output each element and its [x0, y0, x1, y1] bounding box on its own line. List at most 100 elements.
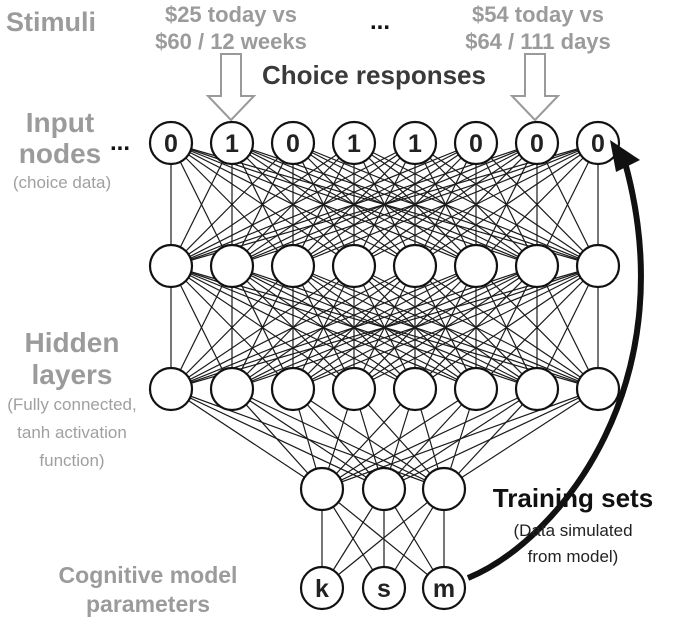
- input-node-label: 1: [408, 130, 422, 158]
- param-node-circle: [299, 565, 345, 611]
- edge: [536, 142, 599, 267]
- param-node-label: m: [433, 575, 455, 603]
- input-node: 1: [392, 120, 438, 166]
- param-node: s: [361, 565, 407, 611]
- hidden2-node: [514, 366, 560, 412]
- hidden1-node-circle: [392, 243, 438, 289]
- input-node-label: 0: [164, 130, 178, 158]
- hidden-layers-label-line2: layers: [32, 359, 113, 390]
- edge: [321, 488, 445, 589]
- input-node-label: 1: [225, 130, 239, 158]
- hidden2-node: [331, 366, 377, 412]
- network-nodes: 0 1 0 1 1 0 0 0 k s m: [148, 120, 621, 611]
- right-choice-arrow: [509, 53, 561, 122]
- edge: [170, 265, 355, 390]
- edge: [353, 265, 599, 390]
- param-node-label: s: [377, 575, 391, 603]
- edge: [321, 388, 538, 490]
- hidden2-node-circle: [331, 366, 377, 412]
- hidden-layers-sub-line3: function): [39, 451, 104, 470]
- input-node-label: 0: [469, 130, 483, 158]
- stimulus-right-line2: $64 / 111 days: [465, 29, 611, 54]
- edge: [170, 388, 323, 490]
- input-nodes-sub: (choice data): [13, 173, 111, 192]
- hidden2-node: [453, 366, 499, 412]
- param-node: k: [299, 565, 345, 611]
- hidden2-node-circle: [148, 366, 194, 412]
- input-node-label: 0: [591, 130, 605, 158]
- edge: [383, 388, 599, 490]
- hidden1-node-circle: [148, 243, 194, 289]
- edge: [321, 388, 599, 490]
- edge: [170, 142, 355, 267]
- hidden-layers-sub-line1: (Fully connected,: [7, 395, 136, 414]
- hidden1-node: [514, 243, 560, 289]
- input-node: 0: [148, 120, 194, 166]
- input-nodes-ellipsis: ...: [110, 129, 130, 156]
- hidden2-node: [270, 366, 316, 412]
- input-node-circle: [209, 120, 255, 166]
- edge: [443, 388, 599, 490]
- hidden1-node: [331, 243, 377, 289]
- edge: [170, 142, 416, 267]
- choice-responses-label: Choice responses: [262, 60, 486, 90]
- hidden2-node-circle: [270, 366, 316, 412]
- input-node-circle: [575, 120, 621, 166]
- input-node-label: 1: [347, 130, 361, 158]
- edge: [170, 265, 477, 390]
- hidden2-node-circle: [514, 366, 560, 412]
- edge: [170, 142, 233, 267]
- input-node: 0: [575, 120, 621, 166]
- hidden3-node-circle: [361, 466, 407, 512]
- edge: [475, 142, 599, 267]
- stimuli-ellipsis: ...: [370, 8, 390, 35]
- input-node-circle: [453, 120, 499, 166]
- input-node: 1: [209, 120, 255, 166]
- stimulus-right-line1: $54 today vs: [472, 2, 604, 27]
- hidden3-node: [299, 466, 345, 512]
- input-nodes-label-line1: Input: [26, 107, 94, 138]
- hidden1-node-circle: [575, 243, 621, 289]
- input-node: 0: [453, 120, 499, 166]
- input-node-circle: [148, 120, 194, 166]
- input-node: 0: [270, 120, 316, 166]
- hidden-layers-label-line1: Hidden: [25, 327, 120, 358]
- hidden1-node: [209, 243, 255, 289]
- hidden2-node: [148, 366, 194, 412]
- edge: [321, 388, 477, 490]
- hidden2-node: [392, 366, 438, 412]
- hidden3-node: [361, 466, 407, 512]
- input-node: 0: [514, 120, 560, 166]
- hidden1-node: [148, 243, 194, 289]
- input-node-circle: [331, 120, 377, 166]
- hidden1-node-circle: [453, 243, 499, 289]
- hidden1-node: [270, 243, 316, 289]
- hidden1-node-circle: [331, 243, 377, 289]
- input-node-label: 0: [286, 130, 300, 158]
- edge: [170, 265, 233, 390]
- hidden3-node: [421, 466, 467, 512]
- edge: [414, 142, 599, 267]
- hidden3-node-circle: [299, 466, 345, 512]
- edge: [170, 142, 599, 267]
- hidden1-node: [575, 243, 621, 289]
- stimuli-title: Stimuli: [6, 7, 96, 37]
- training-arrow: [466, 151, 644, 581]
- input-node-circle: [392, 120, 438, 166]
- cognitive-label-line2: parameters: [86, 591, 210, 617]
- hidden-layers-sub-line2: tanh activation: [17, 423, 127, 442]
- edge: [170, 142, 477, 267]
- edge: [292, 265, 599, 390]
- input-node-label: 0: [530, 130, 544, 158]
- hidden2-node: [209, 366, 255, 412]
- hidden1-node-circle: [270, 243, 316, 289]
- training-sets-sub-line1: (Data simulated: [513, 521, 632, 540]
- input-nodes-label-line2: nodes: [19, 138, 101, 169]
- cognitive-label-line1: Cognitive model: [59, 562, 238, 588]
- hidden2-node-circle: [453, 366, 499, 412]
- edge: [170, 265, 416, 390]
- training-arrowhead: [610, 140, 640, 172]
- left-choice-arrow: [205, 53, 257, 122]
